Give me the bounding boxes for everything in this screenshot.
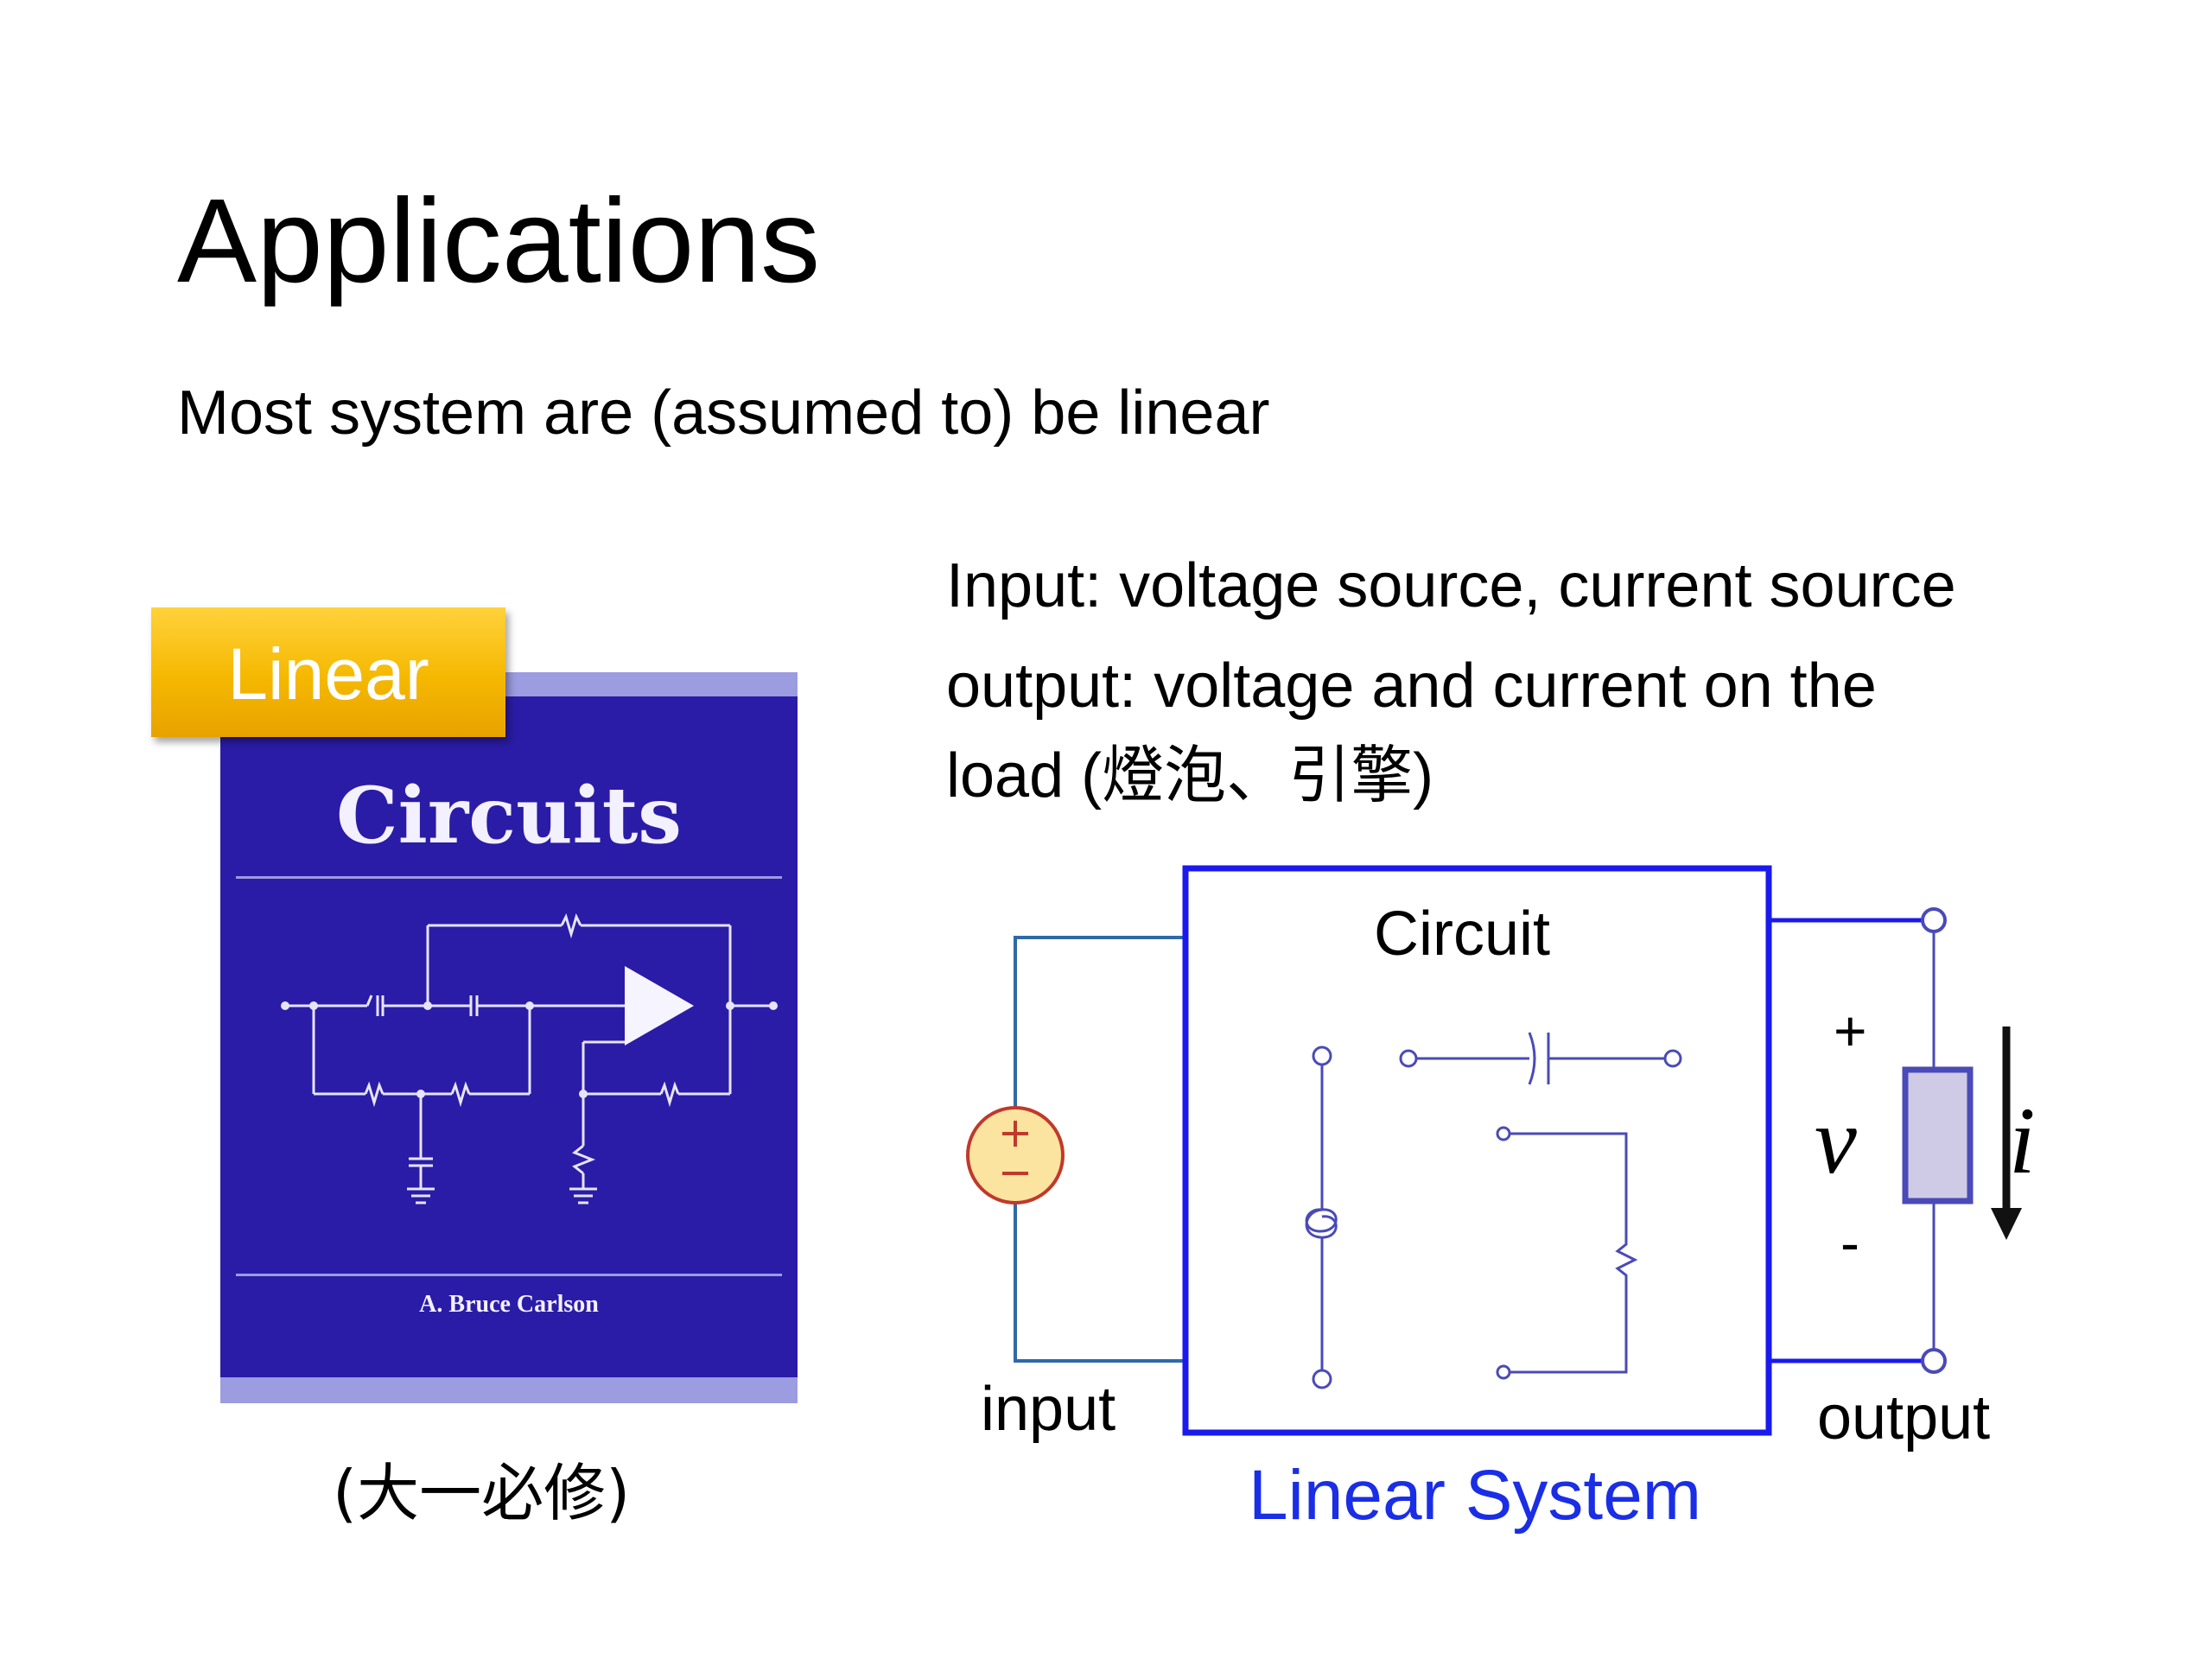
book-cover-front: Circuits [220,696,798,1377]
output-terminal-bottom [1921,1348,1947,1374]
current-arrow-icon [1991,1027,2022,1240]
capacitor-icon [1399,1032,1682,1085]
output-terminal-top [1921,907,1947,933]
system-label: Linear System [1249,1456,1702,1535]
output-label: output [1817,1383,1991,1452]
description-line-2: output: voltage and current on the [946,652,1877,721]
slide-subtitle: Most system are (assumed to) be linear [177,378,1270,448]
minus-sign: - [1840,1211,1859,1274]
voltage-symbol: v [1815,1088,1857,1193]
book-title: Circuits [336,770,682,861]
book-cover: Circuits [220,672,798,1403]
book-divider-bottom [236,1274,782,1276]
plus-sign: + [1834,999,1867,1063]
book-author: A. Bruce Carlson [419,1291,599,1318]
circuit-label: Circuit [1374,899,1551,969]
linear-badge-label: Linear [227,633,429,715]
inductor-icon [1305,1046,1338,1389]
linear-badge: Linear [151,607,505,737]
description-line-1: Input: voltage source, current source [946,551,1956,620]
voltage-source-icon [966,1106,1065,1205]
current-symbol: i [2009,1088,2036,1193]
book-schematic-illustration [281,912,778,1205]
input-label: input [981,1375,1116,1444]
system-box [1182,865,1772,1436]
output-wires [1769,918,1923,1363]
resistor-icon [1496,1126,1638,1380]
load-resistor-icon [1902,1066,1974,1205]
input-wires [1014,936,1185,1363]
description-line-3: load (燈泡、引擎) [946,741,1434,810]
course-note: (大一必修) [333,1457,631,1529]
book-divider-top [236,876,782,879]
slide-title: Applications [177,175,821,308]
